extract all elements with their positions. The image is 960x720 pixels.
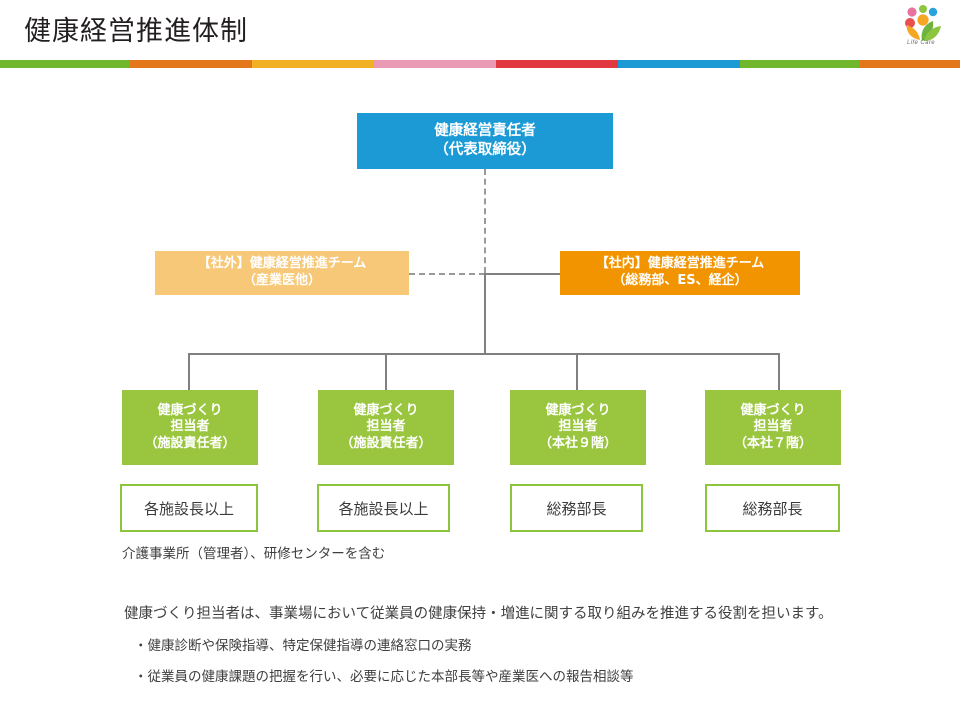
- node-line: （施設責任者）: [144, 435, 236, 451]
- ribbon-seg-4: [374, 60, 496, 68]
- logo-leaf-green-2: [924, 26, 941, 41]
- ribbon-seg-6: [618, 60, 740, 68]
- description-paragraph: 健康づくり担当者は、事業場において従業員の健康保持・増進に関する取り組みを推進す…: [124, 606, 833, 622]
- ribbon-seg-7: [740, 60, 860, 68]
- node-line: 健康経営責任者: [434, 123, 536, 140]
- logo-dot-green: [919, 5, 927, 13]
- connector-drop-3: [576, 353, 578, 391]
- description-bullet-1: ・健康診断や保険指導、特定保健指導の連絡窓口の実務: [134, 638, 472, 654]
- facility-note: 介護事業所（管理者）、研修センターを含む: [122, 546, 386, 562]
- logo-dot-blue: [928, 7, 938, 17]
- node-internal-promotion-team[interactable]: 【社内】健康経営推進チーム （総務部、ES、経企）: [560, 251, 800, 295]
- node-line: （本社７階）: [733, 435, 812, 451]
- logo-leaf-orange: [906, 25, 920, 40]
- node-line: （代表取締役）: [434, 142, 536, 158]
- node-line: （本社９階）: [538, 435, 617, 451]
- logo-dot-orange: [917, 14, 929, 26]
- node-line: 健康づくり: [545, 402, 611, 418]
- node-health-management-officer[interactable]: 健康経営責任者 （代表取締役）: [357, 113, 613, 169]
- node-line: 担当者: [170, 419, 210, 435]
- connector-internal: [484, 273, 561, 275]
- node-role-4[interactable]: 総務部長: [705, 484, 840, 532]
- node-line: 担当者: [753, 419, 793, 435]
- node-line: （総務部、ES、経企）: [612, 273, 748, 288]
- connector-drop-4: [778, 353, 780, 391]
- logo-mark: [905, 5, 941, 41]
- node-line: （産業医他）: [242, 273, 321, 288]
- description-bullet-2: ・従業員の健康課題の把握を行い、必要に応じた本部長等や産業医への報告相談等: [134, 669, 634, 685]
- connector-distribution-bar: [188, 353, 780, 355]
- node-role-2[interactable]: 各施設長以上: [317, 484, 450, 532]
- ribbon-seg-8: [860, 60, 960, 68]
- connector-top-dashed: [484, 169, 486, 273]
- color-ribbon: [0, 60, 960, 68]
- logo-dot-pink: [907, 7, 917, 17]
- node-staff-1[interactable]: 健康づくり 担当者 （施設責任者）: [122, 390, 258, 465]
- ribbon-seg-3: [252, 60, 374, 68]
- node-line: 担当者: [558, 419, 598, 435]
- node-role-3[interactable]: 総務部長: [510, 484, 643, 532]
- node-line: 健康づくり: [740, 402, 806, 418]
- node-line: 担当者: [366, 419, 406, 435]
- ribbon-seg-1: [0, 60, 130, 68]
- ribbon-seg-2: [130, 60, 252, 68]
- connector-trunk: [484, 273, 486, 355]
- connector-drop-1: [188, 353, 190, 391]
- node-staff-2[interactable]: 健康づくり 担当者 （施設責任者）: [318, 390, 454, 465]
- node-line: 【社内】健康経営推進チーム: [595, 256, 765, 272]
- page-title: 健康経営推進体制: [24, 16, 248, 47]
- logo-leaf-green-1: [921, 21, 934, 41]
- connector-drop-2: [385, 353, 387, 391]
- life-care-logo: Life Care: [893, 4, 949, 52]
- node-line: 健康づくり: [353, 402, 419, 418]
- node-line: （施設責任者）: [340, 435, 432, 451]
- node-staff-3[interactable]: 健康づくり 担当者 （本社９階）: [510, 390, 646, 465]
- ribbon-seg-5: [496, 60, 618, 68]
- logo-caption: Life Care: [907, 40, 935, 46]
- connector-external-dashed: [409, 273, 485, 275]
- node-line: 【社外】健康経営推進チーム: [197, 256, 367, 272]
- node-line: 健康づくり: [157, 402, 223, 418]
- node-staff-4[interactable]: 健康づくり 担当者 （本社７階）: [705, 390, 841, 465]
- node-external-promotion-team[interactable]: 【社外】健康経営推進チーム （産業医他）: [155, 251, 409, 295]
- node-role-1[interactable]: 各施設長以上: [120, 484, 258, 532]
